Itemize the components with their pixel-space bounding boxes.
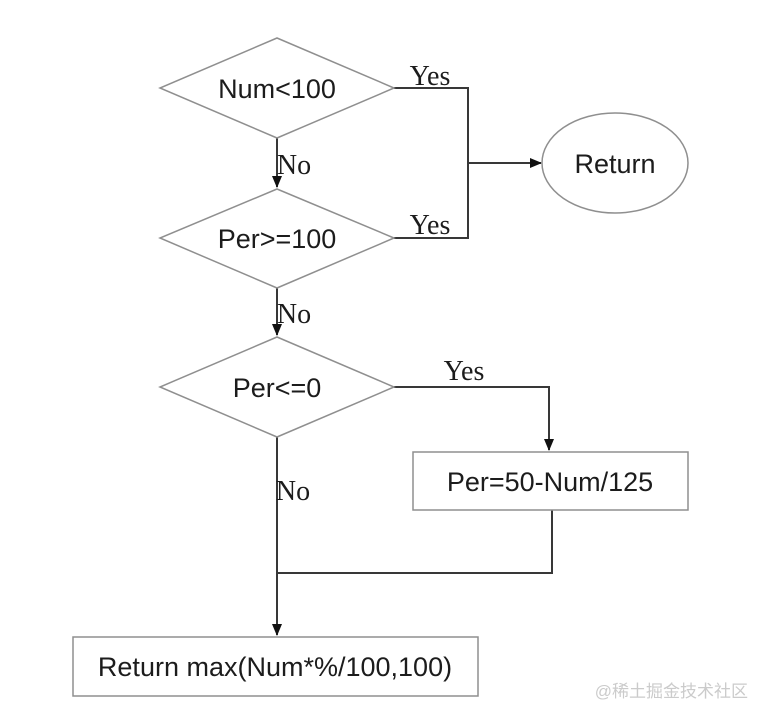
connectors [272,87,554,636]
edge-setper-return [277,510,553,574]
edge-label-yes1: Yes [410,61,451,92]
watermark: @稀土掘金技术社区 [595,682,748,701]
decision-per-low-diamond [158,336,396,438]
process-return-max-label: Return max(Num*%/100,100) [98,652,452,682]
decision-per-high-diamond [158,188,396,289]
decision-per-low-label: Per<=0 [233,373,322,403]
node-labels: Num<100 Per>=100 Per<=0 Return Per=50-Nu… [98,74,656,682]
decision-per-high-label: Per>=100 [218,224,337,254]
decision-num-diamond [158,37,396,139]
decision-num-label: Num<100 [218,74,336,104]
edge-labels: Yes No Yes No Yes No [276,61,484,507]
process-set-per-rect [412,451,689,511]
edge-label-no1: No [277,150,311,181]
process-set-per-label: Per=50-Num/125 [447,467,653,497]
edge-label-yes3: Yes [444,356,485,387]
edge-label-no3: No [276,476,310,507]
terminal-return-ellipse [541,112,689,214]
terminal-return-label: Return [574,149,655,179]
nodes [72,37,689,697]
process-return-max-rect [72,636,479,697]
edge-yes3 [394,386,554,451]
edge-label-yes2: Yes [410,210,451,241]
edge-label-no2: No [277,299,311,330]
